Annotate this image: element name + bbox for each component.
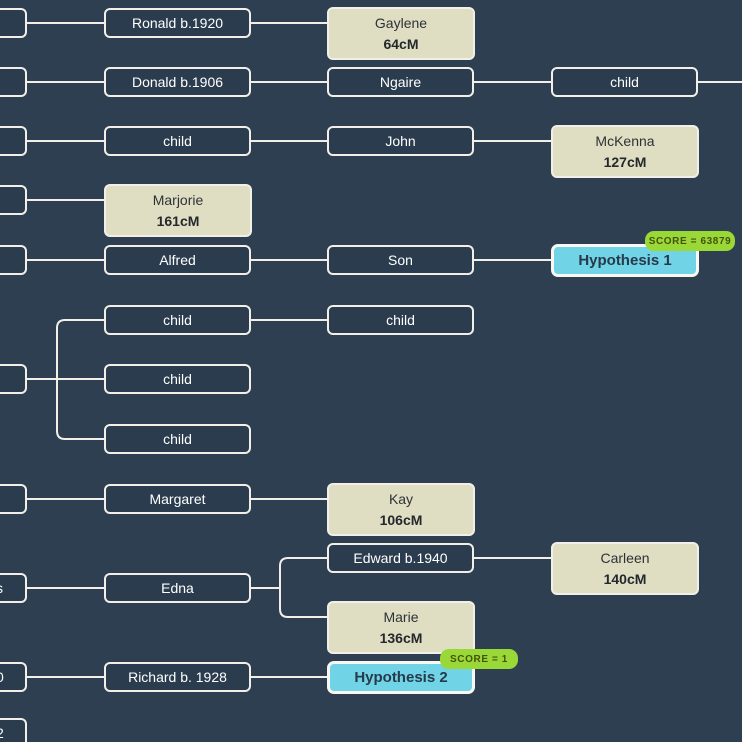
node-carleen-match[interactable]: Carleen 140cM [551,542,699,595]
node-child-c[interactable]: child [104,126,251,156]
cutoff-text-fragment: 2 [0,725,4,741]
node-margaret[interactable]: Margaret [104,484,251,514]
cutoff-text-fragment: 0 [0,669,4,685]
node-kay-match[interactable]: Kay 106cM [327,483,475,536]
node-john[interactable]: John [327,126,474,156]
score-badge-hypothesis-1: SCORE = 63879 [645,231,735,251]
node-stub-row-e[interactable] [0,245,27,275]
node-stub-row-d[interactable] [0,185,27,215]
node-stub-row-i[interactable] [0,484,27,514]
node-child-h[interactable]: child [104,424,251,454]
node-donald[interactable]: Donald b.1906 [104,67,251,97]
node-ngaire[interactable]: Ngaire [327,67,474,97]
node-richard[interactable]: Richard b. 1928 [104,662,251,692]
node-alfred[interactable]: Alfred [104,245,251,275]
node-hypothesis-2[interactable]: Hypothesis 2 [327,661,475,694]
node-stub-row-c[interactable] [0,126,27,156]
node-child-f1[interactable]: child [104,305,251,335]
node-marjorie-match[interactable]: Marjorie 161cM [104,184,252,237]
node-child-f2[interactable]: child [327,305,474,335]
node-stub-row-a[interactable] [0,8,27,38]
cutoff-text-fragment: s [0,580,3,596]
node-edna[interactable]: Edna [104,573,251,603]
node-ronald[interactable]: Ronald b.1920 [104,8,251,38]
node-mckenna-match[interactable]: McKenna 127cM [551,125,699,178]
node-son[interactable]: Son [327,245,474,275]
score-badge-hypothesis-2: SCORE = 1 [440,649,518,669]
node-stub-row-g[interactable] [0,364,27,394]
node-edward[interactable]: Edward b.1940 [327,543,474,573]
node-stub-row-b[interactable] [0,67,27,97]
node-child-b[interactable]: child [551,67,698,97]
node-marie-match[interactable]: Marie 136cM [327,601,475,654]
node-stub-richard-row[interactable]: 0 [0,662,27,692]
node-child-g[interactable]: child [104,364,251,394]
node-gaylene-match[interactable]: Gaylene 64cM [327,7,475,60]
node-stub-bottom-row[interactable]: 2 [0,718,27,742]
node-stub-edna-row[interactable]: s [0,573,27,603]
